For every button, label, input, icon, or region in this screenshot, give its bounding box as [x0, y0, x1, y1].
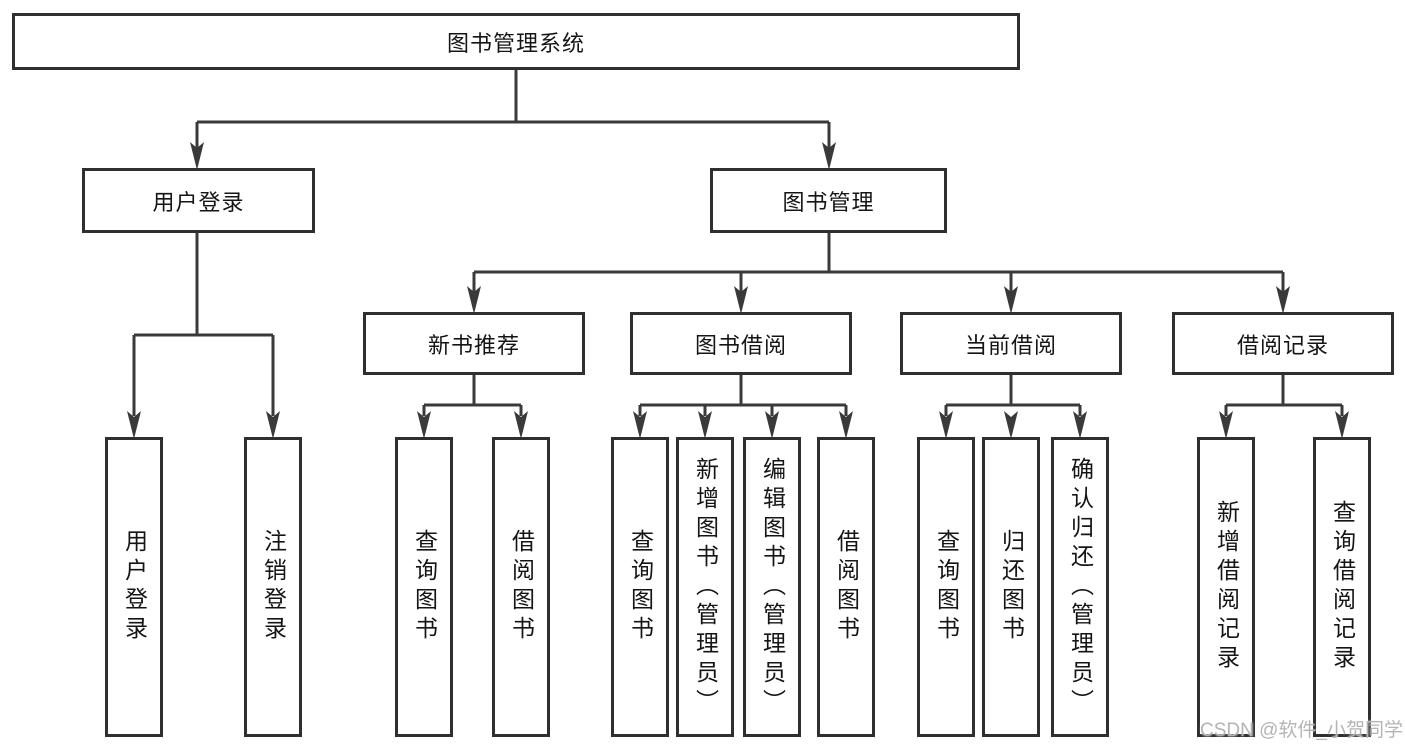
- leaf-current-query-books: 查询图书: [917, 437, 975, 737]
- leaf-return-books: 归还图书: [982, 437, 1040, 737]
- leaf-borrowing-query-books: 查询图书: [611, 437, 669, 737]
- leaf-label: 查询图书: [411, 529, 438, 645]
- leaf-label: 查询借阅记录: [1329, 500, 1356, 674]
- leaf-logout: 注销登录: [244, 437, 302, 737]
- leaf-add-borrow-record: 新增借阅记录: [1197, 437, 1255, 737]
- node-user-login: 用户登录: [82, 168, 315, 233]
- node-library-management-system: 图书管理系统: [12, 13, 1020, 70]
- leaf-recommend-borrow-books: 借阅图书: [492, 437, 550, 737]
- leaf-label: 查询图书: [627, 529, 654, 645]
- node-label: 图书管理系统: [446, 30, 585, 56]
- node-label: 新书推荐: [427, 332, 520, 358]
- leaf-label: 新增图书（管理员）: [692, 456, 719, 718]
- node-label: 图书管理: [782, 189, 875, 215]
- leaf-label: 编辑图书（管理员）: [759, 456, 786, 718]
- leaf-confirm-return-admin: 确认归还（管理员）: [1051, 437, 1109, 737]
- node-borrowing-records: 借阅记录: [1172, 312, 1394, 375]
- node-label: 借阅记录: [1236, 332, 1329, 358]
- node-current-borrowing: 当前借阅: [900, 312, 1122, 375]
- leaf-add-book-admin: 新增图书（管理员）: [676, 437, 734, 737]
- leaf-query-borrow-record: 查询借阅记录: [1313, 437, 1371, 737]
- arrowhead-icons: [127, 142, 1349, 439]
- leaf-label: 新增借阅记录: [1213, 500, 1240, 674]
- node-label: 当前借阅: [964, 332, 1057, 358]
- leaf-label: 确认归还（管理员）: [1067, 456, 1094, 718]
- node-new-book-recommendation: 新书推荐: [363, 312, 585, 375]
- leaf-recommend-query-books: 查询图书: [395, 437, 453, 737]
- leaf-edit-book-admin: 编辑图书（管理员）: [743, 437, 801, 737]
- leaf-label: 借阅图书: [508, 529, 535, 645]
- leaf-label: 归还图书: [998, 529, 1025, 645]
- leaf-user-login: 用户登录: [105, 437, 163, 737]
- node-book-management: 图书管理: [710, 168, 947, 233]
- leaf-borrowing-borrow-books: 借阅图书: [817, 437, 875, 737]
- leaf-label: 查询图书: [933, 529, 960, 645]
- leaf-label: 注销登录: [260, 529, 287, 645]
- csdn-watermark: CSDN @软件_小贺同学: [1200, 720, 1403, 741]
- leaf-label: 用户登录: [121, 529, 148, 645]
- node-book-borrowing: 图书借阅: [630, 312, 852, 375]
- leaf-label: 借阅图书: [833, 529, 860, 645]
- node-label: 图书借阅: [694, 332, 787, 358]
- node-label: 用户登录: [152, 189, 245, 215]
